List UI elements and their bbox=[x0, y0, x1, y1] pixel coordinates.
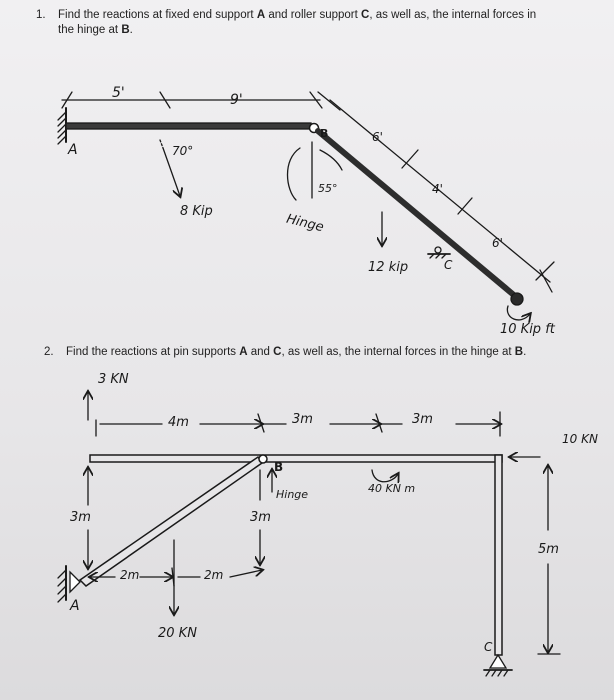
statement-text: and roller support bbox=[265, 9, 362, 21]
label-dim-2m-a: 2m bbox=[120, 568, 140, 582]
label-support-a: A bbox=[70, 598, 80, 614]
label-left-3m: 3m bbox=[70, 510, 91, 525]
statement-text: , as well as, the internal forces in bbox=[369, 9, 537, 21]
pin-support-c bbox=[483, 653, 513, 677]
hinge-b-ref: B bbox=[121, 24, 130, 36]
dimension-line-top bbox=[95, 411, 500, 437]
member-diagonal bbox=[78, 455, 264, 587]
label-load-8kip: 8 Kip bbox=[180, 204, 213, 219]
moment-arrow-10kipft bbox=[506, 305, 530, 320]
label-dim-4m: 4m bbox=[168, 415, 189, 430]
label-support-c: C bbox=[484, 640, 493, 654]
dimension-line-bottom bbox=[90, 568, 262, 587]
statement-text: . bbox=[523, 346, 527, 358]
label-dim-9: 9' bbox=[230, 92, 243, 108]
roller-support-c bbox=[427, 246, 451, 259]
statement-text: . bbox=[129, 24, 133, 36]
angle-arc-55 bbox=[286, 147, 301, 201]
label-angle-55: 55° bbox=[318, 182, 338, 195]
label-moment-40knm: 40 KN m bbox=[368, 482, 416, 495]
hinge-b bbox=[258, 454, 268, 464]
label-dim-6-bottom: 6' bbox=[492, 236, 503, 250]
statement-text: the hinge at bbox=[58, 24, 122, 36]
label-load-10kn: 10 KN bbox=[562, 432, 598, 446]
label-dim-4: 4' bbox=[432, 182, 443, 196]
label-moment-10kipft: 10 Kip ft bbox=[500, 322, 555, 337]
statement-text: Find the reactions at pin supports bbox=[66, 346, 240, 358]
label-hinge: Hinge bbox=[276, 488, 309, 501]
member-top bbox=[89, 454, 503, 463]
label-mid-3m: 3m bbox=[250, 510, 271, 525]
statement-text: , as well as, the internal forces in the… bbox=[281, 346, 515, 358]
label-angle-70: 70° bbox=[172, 144, 194, 158]
support-c-ref: C bbox=[361, 9, 370, 21]
problem-number: 1. bbox=[36, 9, 46, 21]
label-load-12kip: 12 kip bbox=[368, 260, 409, 275]
label-roller-c: C bbox=[444, 258, 453, 272]
label-hinge-b: B bbox=[274, 460, 284, 474]
label-dim-3m-b: 3m bbox=[412, 412, 433, 427]
dimension-line-inclined bbox=[329, 99, 555, 293]
dimension-line-top bbox=[61, 91, 341, 111]
label-dim-6-top: 6' bbox=[372, 130, 383, 144]
statement-text: Find the reactions at fixed end support bbox=[58, 9, 257, 21]
hinge-b-ref: B bbox=[514, 346, 524, 358]
beam-bc bbox=[315, 128, 518, 299]
problem-2-statement: 2. Find the reactions at pin supports A a… bbox=[44, 345, 584, 360]
load-arrow-8kip bbox=[162, 147, 180, 196]
label-dim-3m-a: 3m bbox=[292, 412, 313, 427]
pin-support-a bbox=[57, 565, 81, 603]
label-load-20kn: 20 KN bbox=[158, 626, 197, 641]
problem-number: 2. bbox=[44, 346, 54, 358]
member-right-column bbox=[494, 454, 503, 656]
support-a-ref: A bbox=[239, 346, 248, 358]
angle-arc-small bbox=[319, 149, 343, 171]
label-right-5m: 5m bbox=[538, 542, 559, 557]
label-support-a: A bbox=[68, 142, 78, 158]
label-hinge-b: B bbox=[320, 127, 329, 140]
label-load-3kn: 3 KN bbox=[98, 372, 129, 387]
label-dim-5: 5' bbox=[112, 85, 125, 101]
statement-text: and bbox=[247, 346, 274, 358]
support-c-ref: C bbox=[273, 346, 282, 358]
label-dim-2m-b: 2m bbox=[204, 568, 224, 582]
moment-arrow-40knm bbox=[371, 469, 398, 482]
support-a-ref: A bbox=[256, 9, 266, 21]
end-point bbox=[510, 292, 524, 306]
problem-1-statement: 1. Find the reactions at fixed end suppor… bbox=[36, 8, 576, 38]
